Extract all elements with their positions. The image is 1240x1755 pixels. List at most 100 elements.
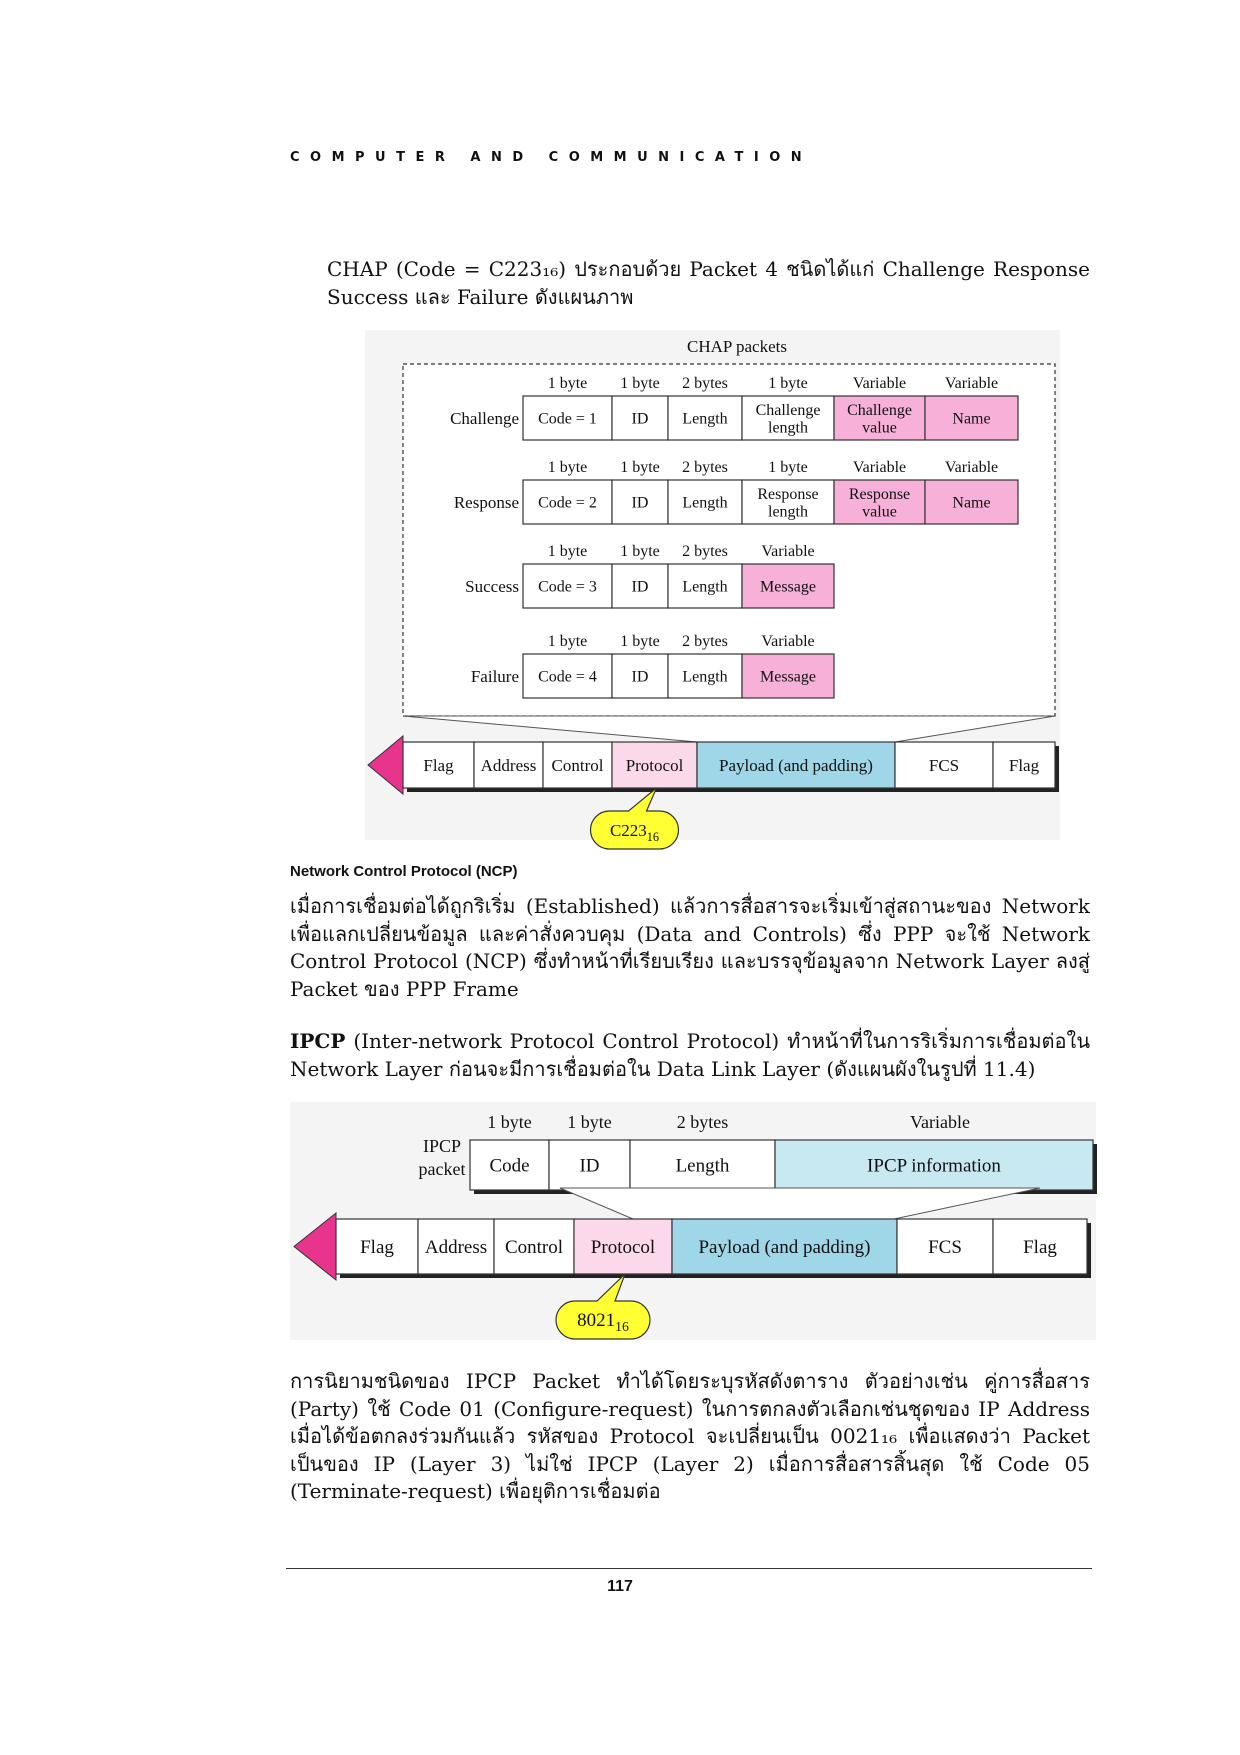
chap-field-size: 1 byte	[768, 375, 808, 392]
chap-field-box	[522, 653, 613, 699]
ipcp-packet-field	[629, 1139, 776, 1191]
chap-field-label: Length	[682, 579, 727, 596]
ipcp-frame-label: Flag	[360, 1237, 394, 1258]
chap-field-size: 2 bytes	[682, 375, 728, 392]
ipcp-protocol-value: 802116	[577, 1310, 629, 1334]
chap-frame-field	[696, 741, 896, 789]
chap-field-size: Variable	[761, 543, 814, 560]
chap-row-label: Failure	[471, 667, 519, 686]
chap-field-box	[667, 653, 743, 699]
chap-field-size: 2 bytes	[682, 459, 728, 476]
chap-field-box	[833, 395, 926, 441]
chap-field-box	[924, 479, 1019, 525]
chap-field-size: 1 byte	[620, 633, 660, 650]
chap-frame-label: Payload (and padding)	[719, 756, 873, 775]
ipcp-frame-label: Control	[505, 1237, 563, 1258]
chap-field-size: Variable	[761, 633, 814, 650]
ipcp-packet-label: ID	[579, 1156, 599, 1177]
chap-field-label: Message	[760, 669, 816, 686]
ncp-heading: Network Control Protocol (NCP)	[290, 863, 518, 880]
chap-frame-label: FCS	[929, 756, 959, 775]
chap-field-box	[741, 653, 835, 699]
chap-field-label: Code = 1	[538, 411, 597, 428]
chap-field-size: Variable	[945, 375, 998, 392]
ipcp-packet-field	[774, 1139, 1094, 1191]
chap-field-box	[611, 479, 669, 525]
ipcp-frame-label: Protocol	[591, 1237, 655, 1258]
chap-field-box	[667, 563, 743, 609]
ipcp-frame-field	[573, 1218, 673, 1275]
chap-field-label: ID	[632, 579, 649, 596]
footer-rule	[286, 1568, 1092, 1569]
chap-frame-field	[473, 741, 544, 789]
ipcp-packet-label: Length	[676, 1156, 730, 1177]
chap-frame-label: Control	[552, 756, 604, 775]
ipcp-description: (Inter-network Protocol Control Protocol…	[290, 1029, 1090, 1081]
chap-field-label: Code = 3	[538, 579, 597, 596]
chap-frame-label: Protocol	[626, 756, 684, 775]
chap-protocol-callout	[589, 787, 680, 850]
chap-field-size: 1 byte	[620, 459, 660, 476]
ipcp-frame-label: Address	[425, 1237, 487, 1258]
ipcp-field-size: 1 byte	[567, 1112, 612, 1132]
chap-field-box	[667, 479, 743, 525]
chap-row-label: Response	[454, 493, 519, 512]
intro-paragraph: CHAP (Code = C223₁₆) ประกอบด้วย Packet 4…	[327, 257, 1090, 309]
chap-frame-field	[542, 741, 613, 789]
chap-field-label: Length	[682, 495, 727, 512]
chap-row-label: Challenge	[450, 409, 519, 428]
ipcp-field-size: 1 byte	[487, 1112, 532, 1132]
chap-field-size: Variable	[945, 459, 998, 476]
chap-field-label: Length	[682, 411, 727, 428]
chap-field-size: 1 byte	[548, 543, 588, 560]
ipcp-field-size: 2 bytes	[677, 1112, 729, 1132]
chap-field-label: ID	[632, 495, 649, 512]
chap-frame-label: Flag	[1009, 756, 1040, 775]
chap-frame-label: Flag	[423, 756, 454, 775]
chap-frame-field	[894, 741, 994, 789]
chap-field-size: 2 bytes	[682, 543, 728, 560]
chap-protocol-value: C22316	[610, 821, 659, 844]
chap-field-box	[833, 479, 926, 525]
chap-field-box	[667, 395, 743, 441]
ipcp-frame-label: Payload (and padding)	[698, 1237, 870, 1258]
ipcp-term: IPCP	[290, 1029, 346, 1053]
definition-paragraph: การนิยามชนิดของ IPCP Packet ทำได้โดยระบุ…	[290, 1369, 1090, 1503]
ipcp-packet-label: Code	[489, 1156, 529, 1177]
chap-field-label: ID	[632, 411, 649, 428]
chap-field-box	[741, 563, 835, 609]
ipcp-protocol-callout	[555, 1273, 651, 1340]
chap-field-label: Code = 2	[538, 495, 597, 512]
chap-field-box	[924, 395, 1019, 441]
chap-field-box	[741, 395, 835, 441]
chap-field-size: 1 byte	[548, 375, 588, 392]
chap-field-size: 1 byte	[548, 459, 588, 476]
ipcp-frame-field	[992, 1218, 1088, 1275]
ipcp-frame-field	[896, 1218, 994, 1275]
chap-row-label: Success	[465, 577, 519, 596]
chap-field-label: Length	[682, 669, 727, 686]
chap-field-size: 1 byte	[548, 633, 588, 650]
ipcp-frame-field	[417, 1218, 495, 1275]
ncp-paragraph: เมื่อการเชื่อมต่อได้ถูกริเริ่ม (Establis…	[290, 894, 1090, 1001]
ipcp-frame-field	[493, 1218, 575, 1275]
chap-field-label: Code = 4	[538, 669, 597, 686]
chap-field-label: ID	[632, 669, 649, 686]
ipcp-paragraph: IPCP (Inter-network Protocol Control Pro…	[290, 1028, 1090, 1083]
chap-frame-field	[611, 741, 698, 789]
chap-field-size: Variable	[853, 375, 906, 392]
ipcp-frame-label: FCS	[928, 1237, 962, 1258]
ipcp-packet-label: IPCP information	[867, 1156, 1001, 1177]
chap-field-size: 1 byte	[620, 543, 660, 560]
chap-field-label: Name	[952, 495, 990, 512]
chap-field-box	[611, 653, 669, 699]
page-number: 117	[607, 1578, 633, 1595]
chap-field-label: Message	[760, 579, 816, 596]
chap-field-box	[611, 395, 669, 441]
